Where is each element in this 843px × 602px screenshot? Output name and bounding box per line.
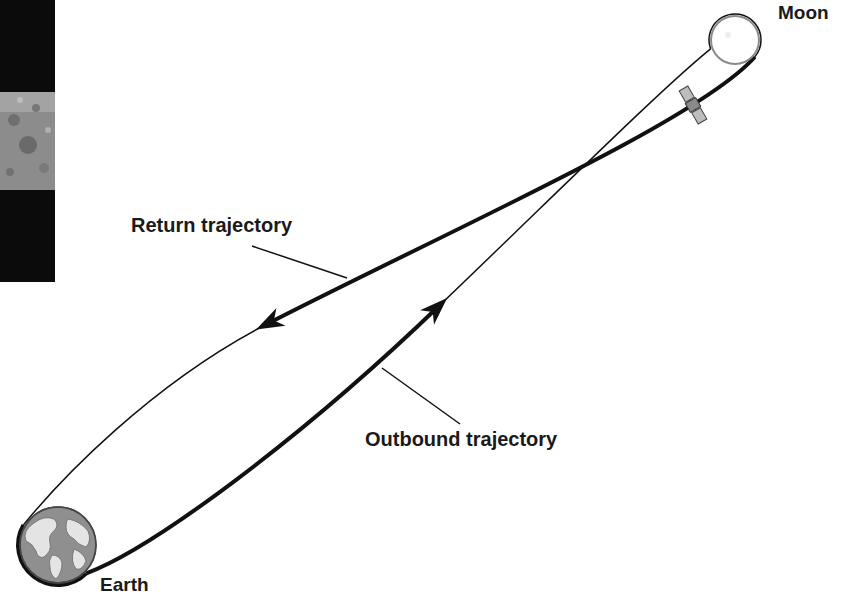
callout-label: Outbound trajectory [365, 428, 557, 451]
trajectory-connector [86, 49, 710, 573]
spacecraft-icon [678, 86, 707, 125]
body-name: Earth [100, 574, 149, 596]
trajectory-path [23, 325, 265, 525]
leader-line [382, 368, 460, 424]
leader-line [252, 246, 347, 278]
globe-disc [20, 507, 96, 583]
earth-shape [18, 505, 98, 585]
moon-shape [709, 14, 761, 66]
continents [25, 518, 90, 579]
arrowhead [256, 308, 285, 330]
body-name: Moon [778, 2, 829, 24]
crater [725, 32, 731, 38]
trajectory-path [265, 57, 755, 325]
callout-label: Return trajectory [131, 214, 292, 237]
moon-disc [711, 16, 759, 64]
moon-body: Moon [709, 14, 761, 66]
trajectory-connector [23, 57, 755, 525]
earth-body: Earth [18, 505, 98, 585]
lunar-photo [0, 0, 55, 282]
trajectory-path [440, 49, 711, 305]
arrowhead [420, 298, 447, 325]
